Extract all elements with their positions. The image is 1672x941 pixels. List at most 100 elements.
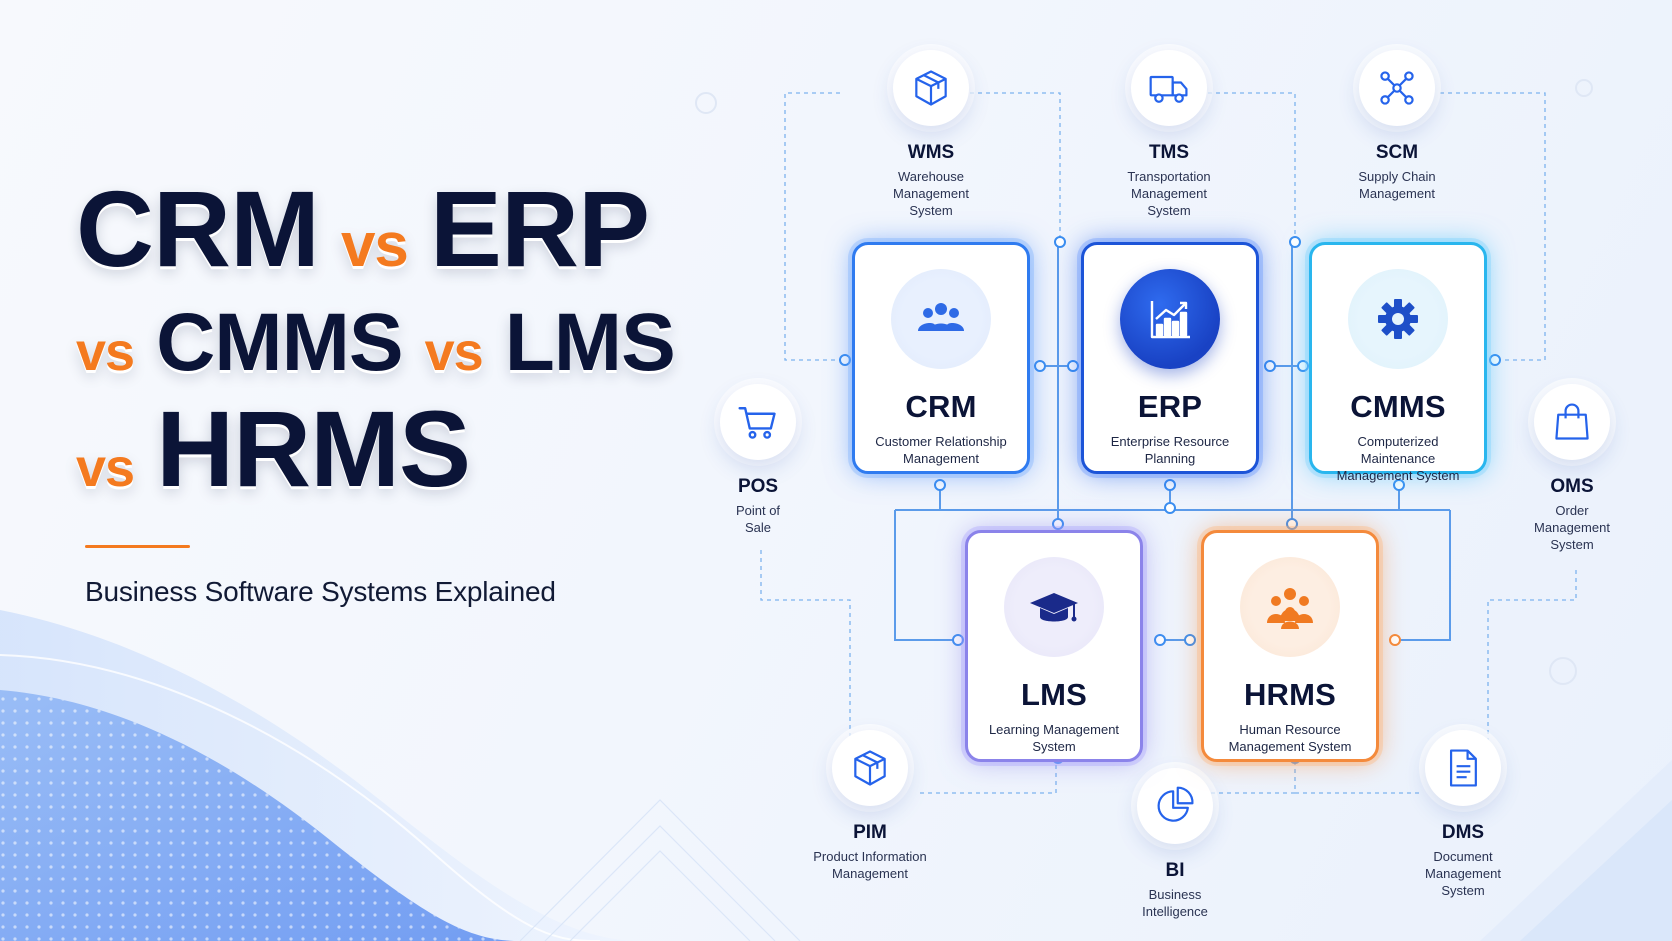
connector-dot — [1184, 634, 1196, 646]
network-nodes-icon — [1380, 71, 1414, 105]
dms-description: Document Management System — [1425, 849, 1501, 898]
connector-dot — [1297, 360, 1309, 372]
hrms-title: HRMS — [1243, 677, 1337, 712]
crm-icon-circle — [891, 269, 991, 369]
connector-dot — [1164, 479, 1176, 491]
cmms-icon-circle — [1348, 269, 1448, 369]
title-line-3: vs HRMS — [76, 388, 716, 517]
node-oms[interactable]: OMS Order Management System — [1482, 384, 1662, 553]
link-bus-left — [894, 510, 958, 641]
title-divider — [85, 545, 190, 548]
link-pim — [920, 760, 1057, 794]
erp-icon-circle — [1120, 269, 1220, 369]
erp-description: Enterprise Resource Planning — [1110, 434, 1230, 466]
dms-circle — [1425, 730, 1501, 806]
dms-label: DMS — [1441, 822, 1485, 843]
pos-label: POS — [737, 476, 779, 497]
title-hrms: HRMS — [156, 388, 471, 509]
node-tms[interactable]: TMS Transportation Management System — [1079, 50, 1259, 219]
link-oms — [1487, 570, 1577, 760]
lms-icon-circle — [1004, 557, 1104, 657]
subtitle: Business Software Systems Explained — [85, 576, 556, 607]
connector-dot — [1154, 634, 1166, 646]
link-bus-right — [1395, 510, 1451, 641]
pos-circle — [720, 384, 796, 460]
connector-dot-orange — [1389, 634, 1401, 646]
oms-label: OMS — [1550, 476, 1594, 497]
card-crm[interactable]: CRM Customer Relationship Management — [852, 242, 1030, 474]
hero-title: CRM vs ERP vs CMMS vs LMS vs HRMS — [76, 168, 716, 517]
connector-dot — [1489, 354, 1501, 366]
node-pos[interactable]: POS Point of Sale — [668, 384, 848, 536]
document-icon — [1449, 749, 1477, 787]
delivery-truck-icon — [1149, 75, 1188, 103]
cmms-description: Computerized Maintenance Management Syst… — [1336, 434, 1460, 483]
hrms-icon-circle — [1240, 557, 1340, 657]
node-wms[interactable]: WMS Warehouse Management System — [841, 50, 1021, 219]
card-cmms[interactable]: CMMS Computerized Maintenance Management… — [1309, 242, 1487, 483]
lms-title: LMS — [1020, 677, 1088, 712]
bar-chart-growth-icon — [1150, 301, 1190, 339]
erp-title: ERP — [1137, 389, 1203, 424]
scm-circle — [1359, 50, 1435, 126]
connector-dot — [1034, 360, 1046, 372]
wms-description: Warehouse Management System — [893, 169, 969, 218]
wms-label: WMS — [907, 142, 955, 163]
title-vs: vs — [76, 322, 135, 382]
card-lms[interactable]: LMS Learning Management System — [965, 530, 1143, 762]
title-vs: vs — [424, 322, 484, 382]
title-line-1: CRM vs ERP — [76, 168, 716, 295]
link-wms-right — [970, 92, 1061, 242]
lms-description: Learning Management System — [988, 722, 1120, 754]
pie-chart-icon — [1157, 786, 1194, 822]
connector-dot — [1289, 236, 1301, 248]
connector-dot — [1164, 502, 1176, 514]
pos-description: Point of Sale — [735, 503, 781, 535]
bi-circle — [1137, 768, 1213, 844]
tms-description: Transportation Management System — [1127, 169, 1211, 218]
pim-circle — [832, 730, 908, 806]
node-scm[interactable]: SCM Supply Chain Management — [1307, 50, 1487, 202]
pim-description: Product Information Management — [813, 849, 927, 881]
box-package-icon — [915, 70, 947, 106]
node-bi[interactable]: BI Business Intelligence — [1085, 768, 1265, 920]
connector-dot — [1054, 236, 1066, 248]
users-group-icon — [918, 303, 964, 331]
scm-description: Supply Chain Management — [1358, 169, 1436, 201]
crm-description: Customer Relationship Management — [875, 434, 1007, 466]
card-hrms[interactable]: HRMS Human Resource Management System — [1201, 530, 1379, 762]
link-pos — [760, 550, 851, 755]
product-box-icon — [854, 750, 886, 786]
team-people-icon — [1267, 588, 1313, 629]
title-crm: CRM — [76, 168, 320, 289]
cmms-title: CMMS — [1350, 389, 1446, 424]
connector-dot — [1052, 518, 1064, 530]
connector-dot — [1264, 360, 1276, 372]
node-dms[interactable]: DMS Document Management System — [1373, 730, 1553, 899]
oms-description: Order Management System — [1534, 503, 1610, 552]
title-erp: ERP — [429, 168, 650, 289]
bi-description: Business Intelligence — [1142, 887, 1208, 919]
card-erp[interactable]: ERP Enterprise Resource Planning — [1081, 242, 1259, 474]
connector-dot — [1393, 479, 1405, 491]
crm-title: CRM — [905, 389, 977, 424]
connector-dot — [952, 634, 964, 646]
connector-dot — [1067, 360, 1079, 372]
gear-icon — [1378, 299, 1418, 339]
wms-circle — [893, 50, 969, 126]
node-pim[interactable]: PIM Product Information Management — [780, 730, 960, 882]
tms-label: TMS — [1148, 142, 1190, 163]
scm-label: SCM — [1375, 142, 1419, 163]
title-vs: vs — [76, 438, 135, 498]
connector-dot — [839, 354, 851, 366]
shopping-cart-icon — [738, 407, 776, 439]
title-lms: LMS — [504, 297, 676, 388]
title-cmms: CMMS — [156, 297, 404, 388]
connector-dot — [934, 479, 946, 491]
connector-dot — [1286, 518, 1298, 530]
title-line-2: vs CMMS vs LMS — [76, 295, 716, 400]
bi-label: BI — [1165, 860, 1185, 881]
tms-circle — [1131, 50, 1207, 126]
graduation-cap-icon — [1030, 593, 1078, 622]
